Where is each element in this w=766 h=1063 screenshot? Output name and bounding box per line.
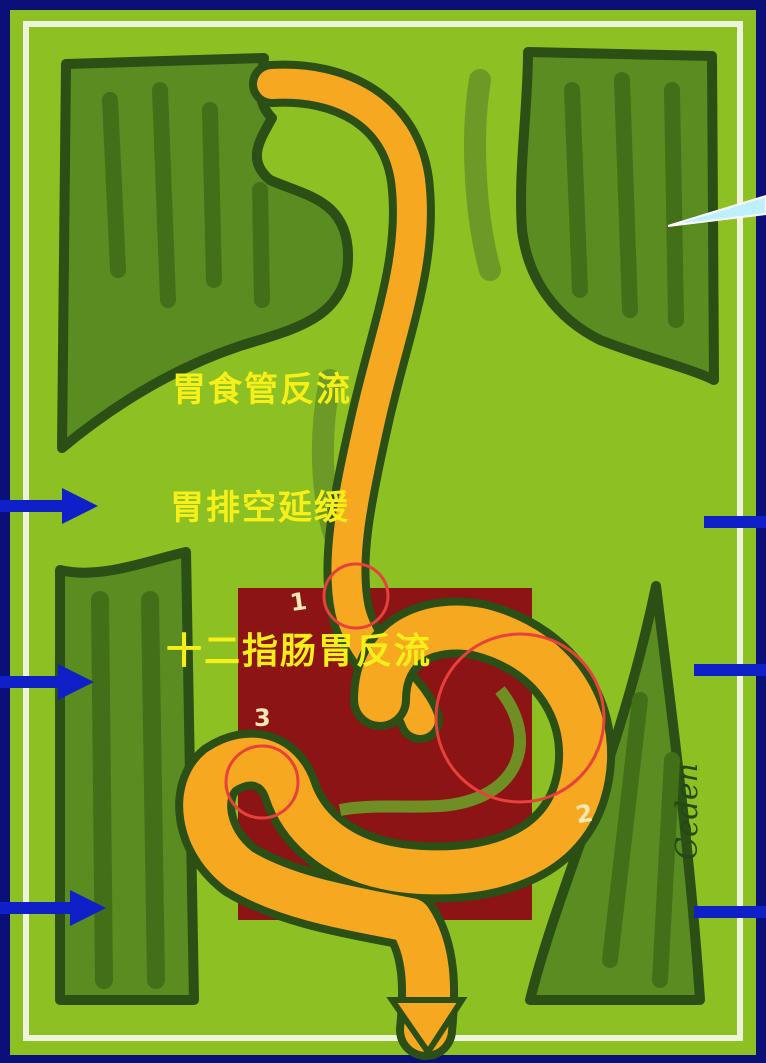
label-gastroesophageal-reflux: 胃食管反流	[172, 362, 352, 411]
pointer-bar-right-1	[704, 516, 766, 528]
label-duodenogastric-reflux: 十二指肠胃反流	[166, 622, 432, 674]
artist-signature: Ceden	[670, 763, 705, 860]
pointer-bar-right-2	[694, 664, 766, 676]
marker-number-3: 3	[254, 704, 271, 732]
foliage-left-column	[60, 552, 194, 1000]
pointer-bar-right-3	[694, 906, 766, 918]
label-delayed-gastric-emptying: 胃排空延缓	[170, 480, 350, 529]
